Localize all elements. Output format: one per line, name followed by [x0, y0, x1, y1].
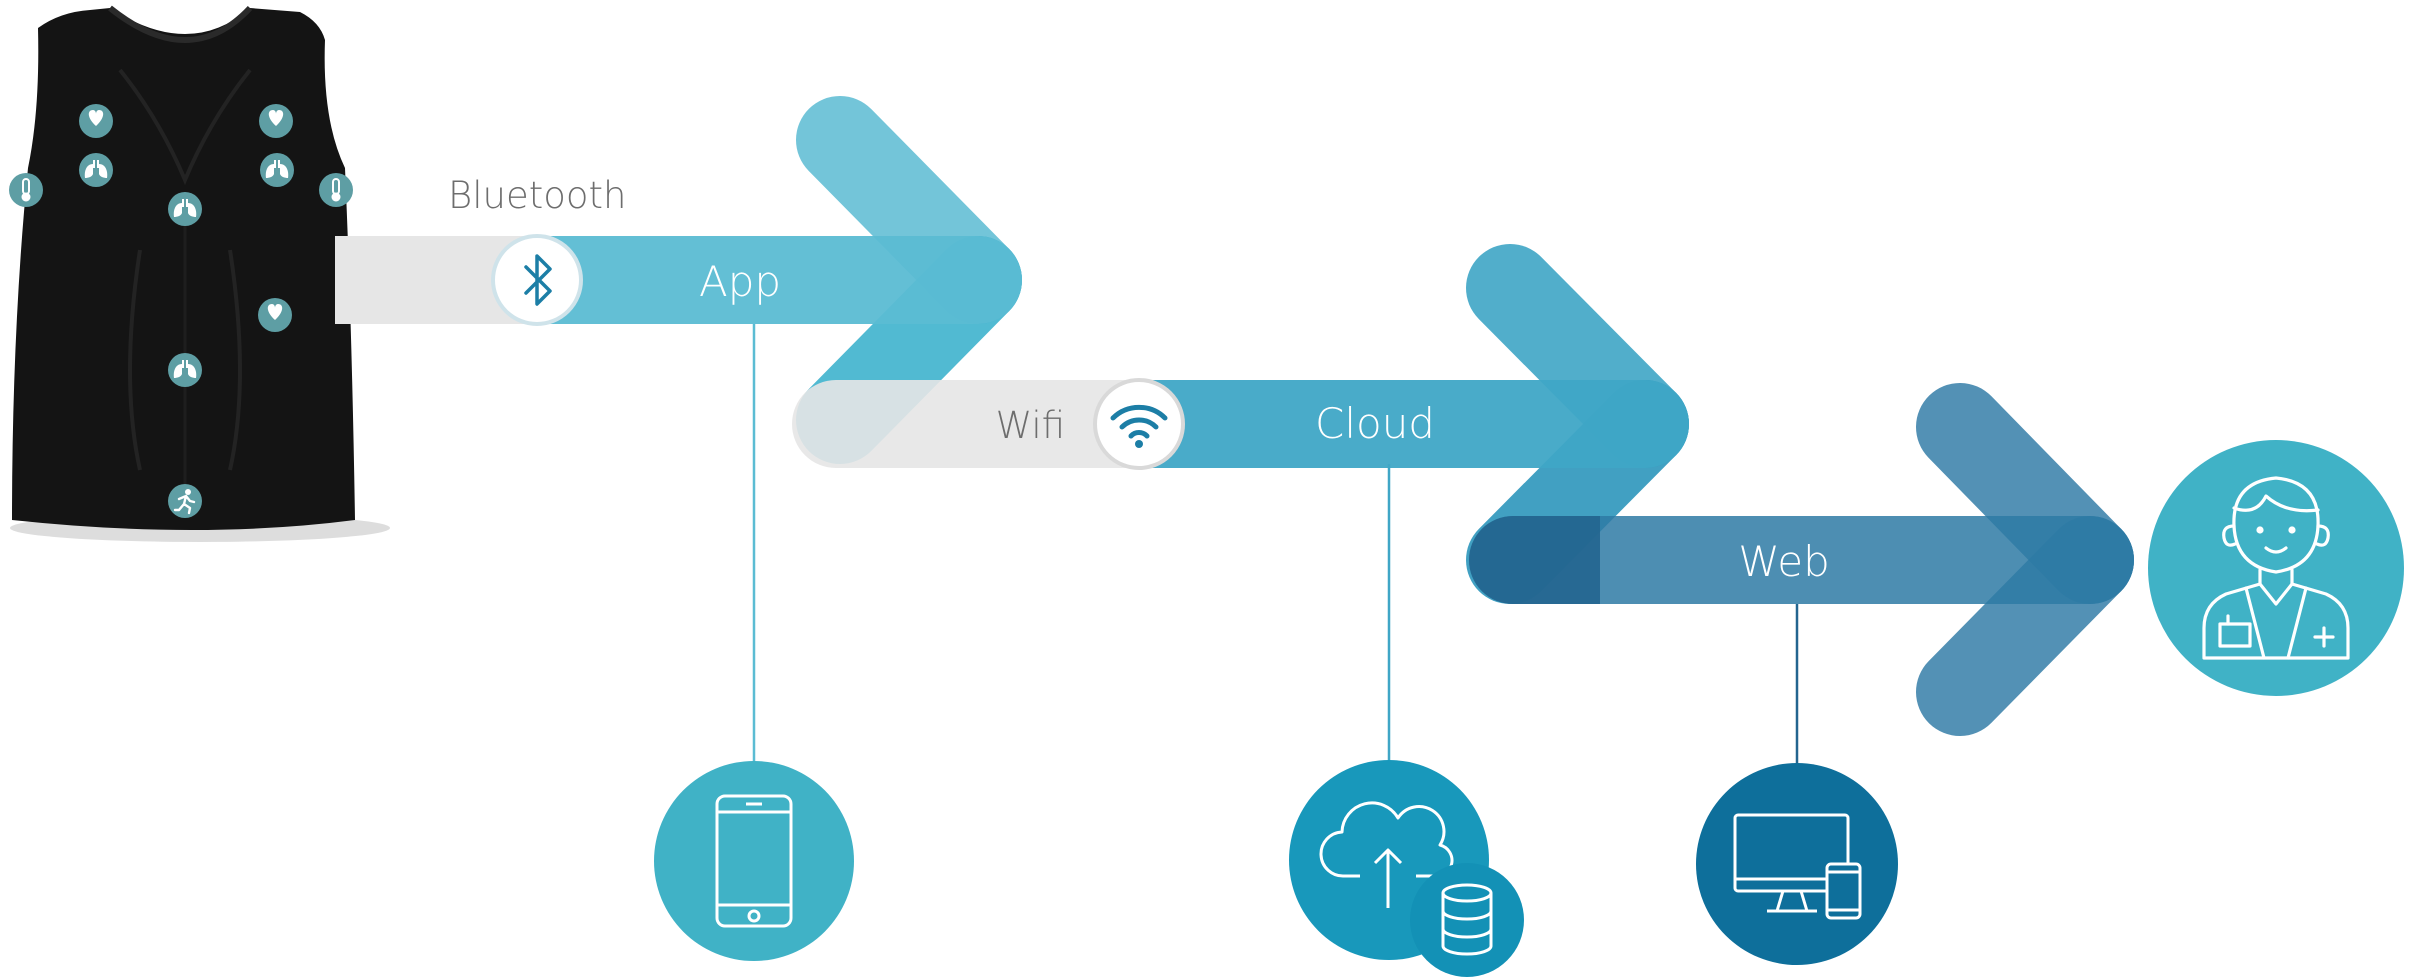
- thermometer-icon: [319, 173, 353, 207]
- doctor-node: [2148, 440, 2404, 696]
- heart-icon: [259, 104, 293, 138]
- cloud-storage-node: [1289, 760, 1524, 977]
- thermometer-icon: [9, 173, 43, 207]
- heart-icon: [258, 298, 292, 332]
- cloud-label: Cloud: [1315, 399, 1435, 448]
- doctor-icon: [2202, 476, 2350, 660]
- desktop-and-mobile-icon: [1733, 813, 1862, 920]
- bluetooth-label: Bluetooth: [448, 174, 626, 217]
- web-devices-node: [1696, 763, 1898, 965]
- smart-vest: [9, 5, 390, 542]
- wifi-icon: [1110, 404, 1168, 448]
- app-arrow: [335, 96, 1022, 464]
- lungs-icon: [260, 153, 294, 187]
- heart-icon: [79, 104, 113, 138]
- web-arrow: [1469, 383, 2134, 736]
- bluetooth-icon: [524, 254, 552, 306]
- lungs-icon: [79, 153, 113, 187]
- app-label: App: [699, 257, 781, 306]
- running-person-icon: [168, 484, 202, 518]
- bluetooth-badge: [491, 234, 583, 326]
- wifi-badge: [1093, 378, 1185, 470]
- smartphone-icon: [715, 794, 793, 928]
- app-phone-node: [654, 761, 854, 961]
- database-icon: [1441, 883, 1493, 956]
- lungs-icon: [168, 192, 202, 226]
- cloud-upload-icon: [1319, 801, 1454, 908]
- web-label: Web: [1738, 537, 1830, 586]
- cloud-arrow: [792, 244, 1689, 604]
- wifi-label: Wifi: [996, 404, 1065, 447]
- lungs-icon: [168, 353, 202, 387]
